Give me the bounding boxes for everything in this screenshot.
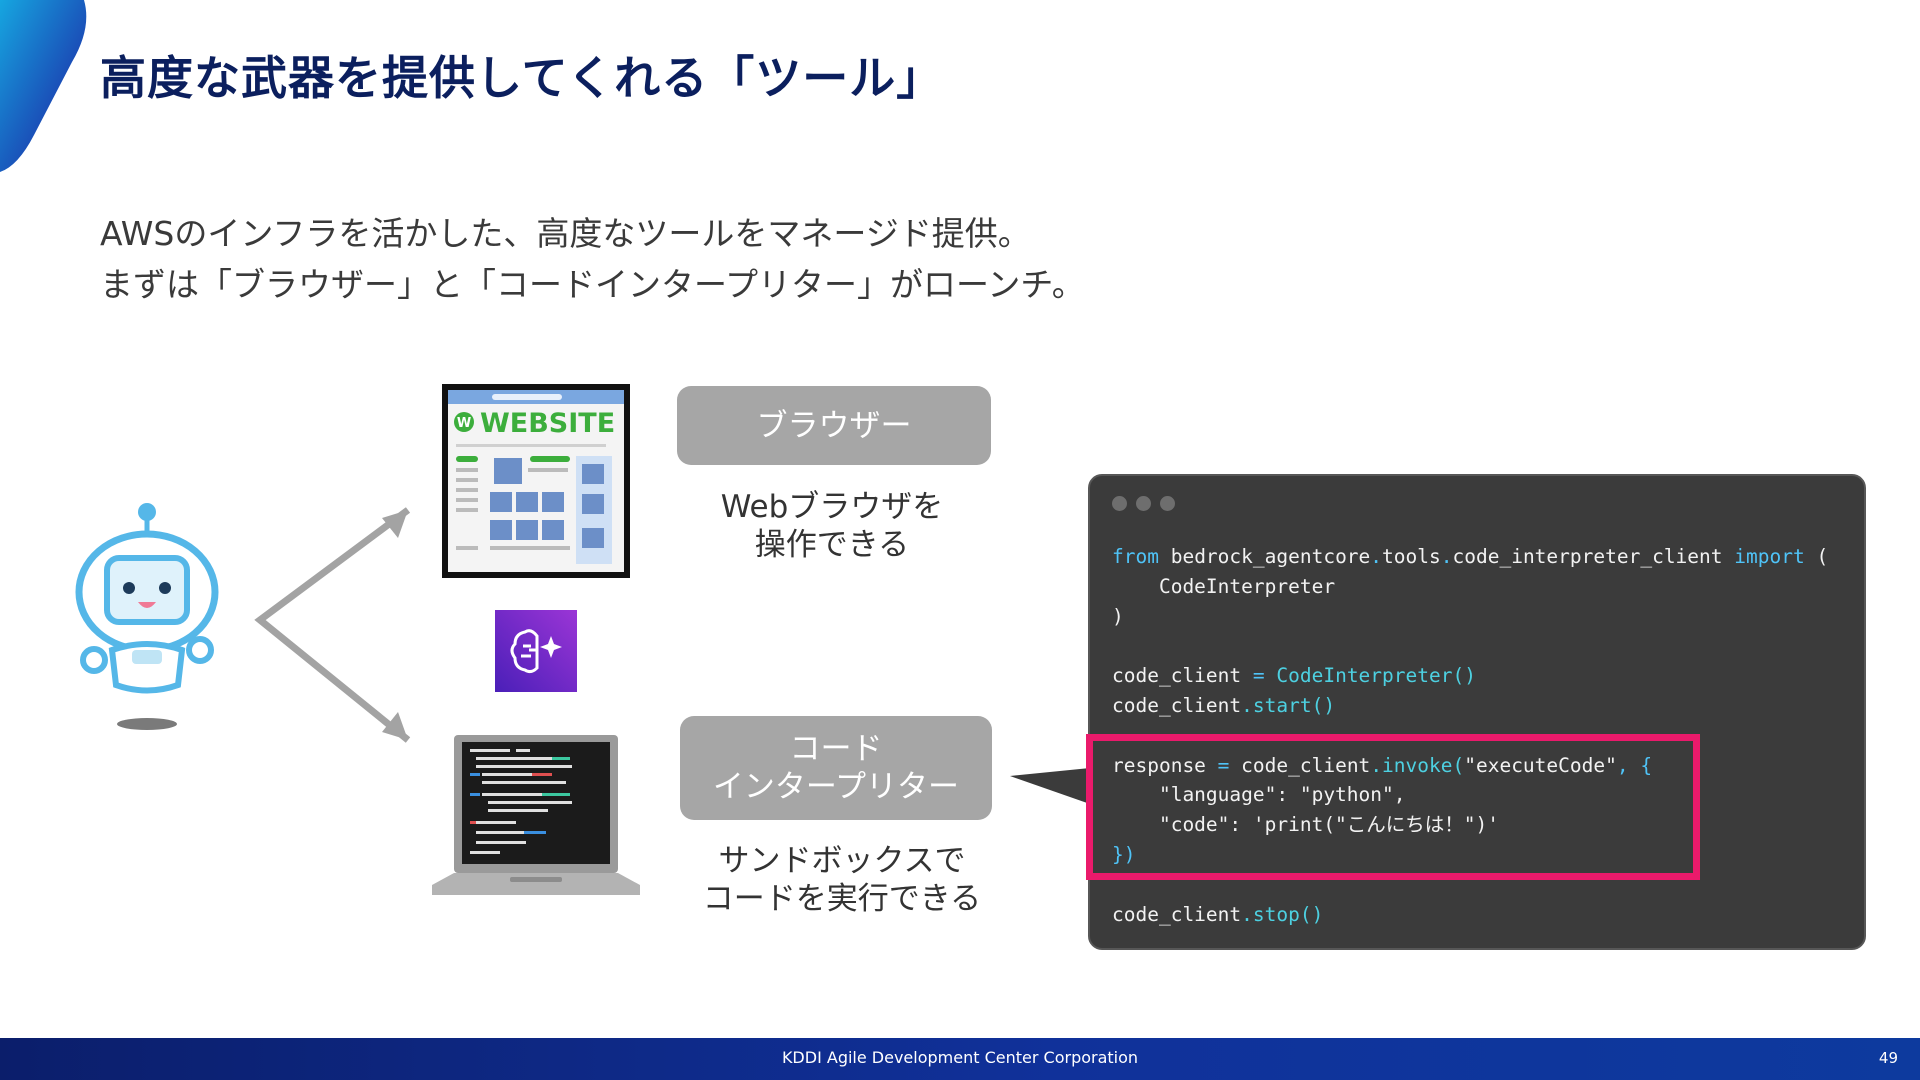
code-line: "code": 'print("こんにちは！")' bbox=[1112, 813, 1500, 837]
code-token: from bbox=[1112, 545, 1159, 568]
code-token: .start() bbox=[1241, 693, 1336, 717]
code-line: }) bbox=[1112, 842, 1136, 866]
code-line: code_client.start() bbox=[1112, 691, 1828, 721]
code-token: bedrock_agentcore bbox=[1158, 545, 1371, 568]
agentcore-logo-icon bbox=[495, 610, 577, 692]
code-token: .stop() bbox=[1241, 902, 1324, 926]
code-blank-line bbox=[1112, 631, 1828, 661]
code-token: = bbox=[1217, 753, 1230, 777]
window-dots bbox=[1112, 496, 1175, 511]
code-token: code_interpreter_client bbox=[1452, 545, 1735, 568]
browser-description-line-2: 操作できる bbox=[754, 527, 910, 563]
code-token: tools bbox=[1382, 545, 1441, 568]
lead-line-2: まずは「ブラウザー」と「コードインタープリター」がローンチ。 bbox=[100, 265, 1085, 304]
callout-pointer bbox=[1010, 768, 1090, 804]
window-dot-icon bbox=[1160, 496, 1175, 511]
code-token: response bbox=[1112, 753, 1218, 777]
code-token: code_client bbox=[1112, 693, 1242, 717]
lead-line-1: AWSのインフラを活かした、高度なツールをマネージド提供。 bbox=[100, 214, 1031, 253]
footer-bar: KDDI Agile Development Center Corporatio… bbox=[0, 1038, 1920, 1080]
page-number: 49 bbox=[1878, 1049, 1898, 1067]
code-interpreter-description-line-1: サンドボックスで bbox=[718, 843, 966, 879]
code-interpreter-label-line-2: インタープリター bbox=[712, 769, 960, 805]
website-browser-illustration: W WEBSITE bbox=[442, 384, 630, 578]
code-line: code_client.stop() bbox=[1112, 900, 1828, 930]
code-interpreter-description-line-2: コードを実行できる bbox=[702, 881, 982, 917]
code-token: , { bbox=[1616, 753, 1653, 777]
code-token: "executeCode" bbox=[1464, 753, 1617, 777]
website-logo-text: WEBSITE bbox=[480, 408, 615, 439]
code-line: ) bbox=[1112, 604, 1124, 628]
code-token: code_client bbox=[1112, 902, 1242, 926]
browser-description: Webブラウザを 操作できる bbox=[682, 488, 982, 564]
code-block: from bedrock_agentcore.tools.code_interp… bbox=[1112, 542, 1828, 929]
code-line: response = code_client.invoke("executeCo… bbox=[1112, 751, 1828, 781]
window-dot-icon bbox=[1112, 496, 1127, 511]
browser-description-line-1: Webブラウザを bbox=[720, 489, 944, 525]
window-dot-icon bbox=[1136, 496, 1151, 511]
code-token: . bbox=[1370, 545, 1383, 568]
code-line: code_client = CodeInterpreter() bbox=[1112, 661, 1828, 691]
code-highlight-box bbox=[1086, 734, 1700, 880]
code-interpreter-tool-label: コード インタープリター bbox=[680, 716, 992, 820]
page-title: 高度な武器を提供してくれる「ツール」 bbox=[100, 51, 944, 105]
branch-arrows bbox=[254, 507, 411, 743]
code-token: = bbox=[1252, 664, 1265, 688]
code-token: CodeInterpreter() bbox=[1264, 664, 1476, 688]
code-token: . bbox=[1440, 545, 1453, 568]
code-token: code_client bbox=[1112, 664, 1253, 688]
corner-decoration-shape bbox=[0, 0, 87, 172]
code-line: "language": "python", bbox=[1112, 783, 1406, 807]
code-interpreter-description: サンドボックスで コードを実行できる bbox=[672, 842, 1012, 918]
code-line: from bedrock_agentcore.tools.code_interp… bbox=[1112, 542, 1828, 572]
code-token: import bbox=[1734, 545, 1805, 568]
browser-tool-label: ブラウザー bbox=[677, 386, 991, 465]
code-panel: from bedrock_agentcore.tools.code_interp… bbox=[1088, 474, 1866, 950]
lead-text: AWSのインフラを活かした、高度なツールをマネージド提供。 まずは「ブラウザー」… bbox=[100, 208, 1085, 310]
footer-company-name: KDDI Agile Development Center Corporatio… bbox=[781, 1048, 1139, 1067]
code-token: code_client bbox=[1229, 753, 1371, 777]
code-token: ( bbox=[1804, 545, 1829, 568]
code-line: CodeInterpreter bbox=[1112, 574, 1336, 598]
svg-text:W: W bbox=[457, 416, 471, 431]
code-interpreter-label-line-1: コード bbox=[789, 731, 883, 767]
robot-illustration bbox=[75, 503, 219, 730]
code-token: .invoke( bbox=[1370, 753, 1465, 777]
laptop-code-illustration bbox=[432, 735, 640, 895]
